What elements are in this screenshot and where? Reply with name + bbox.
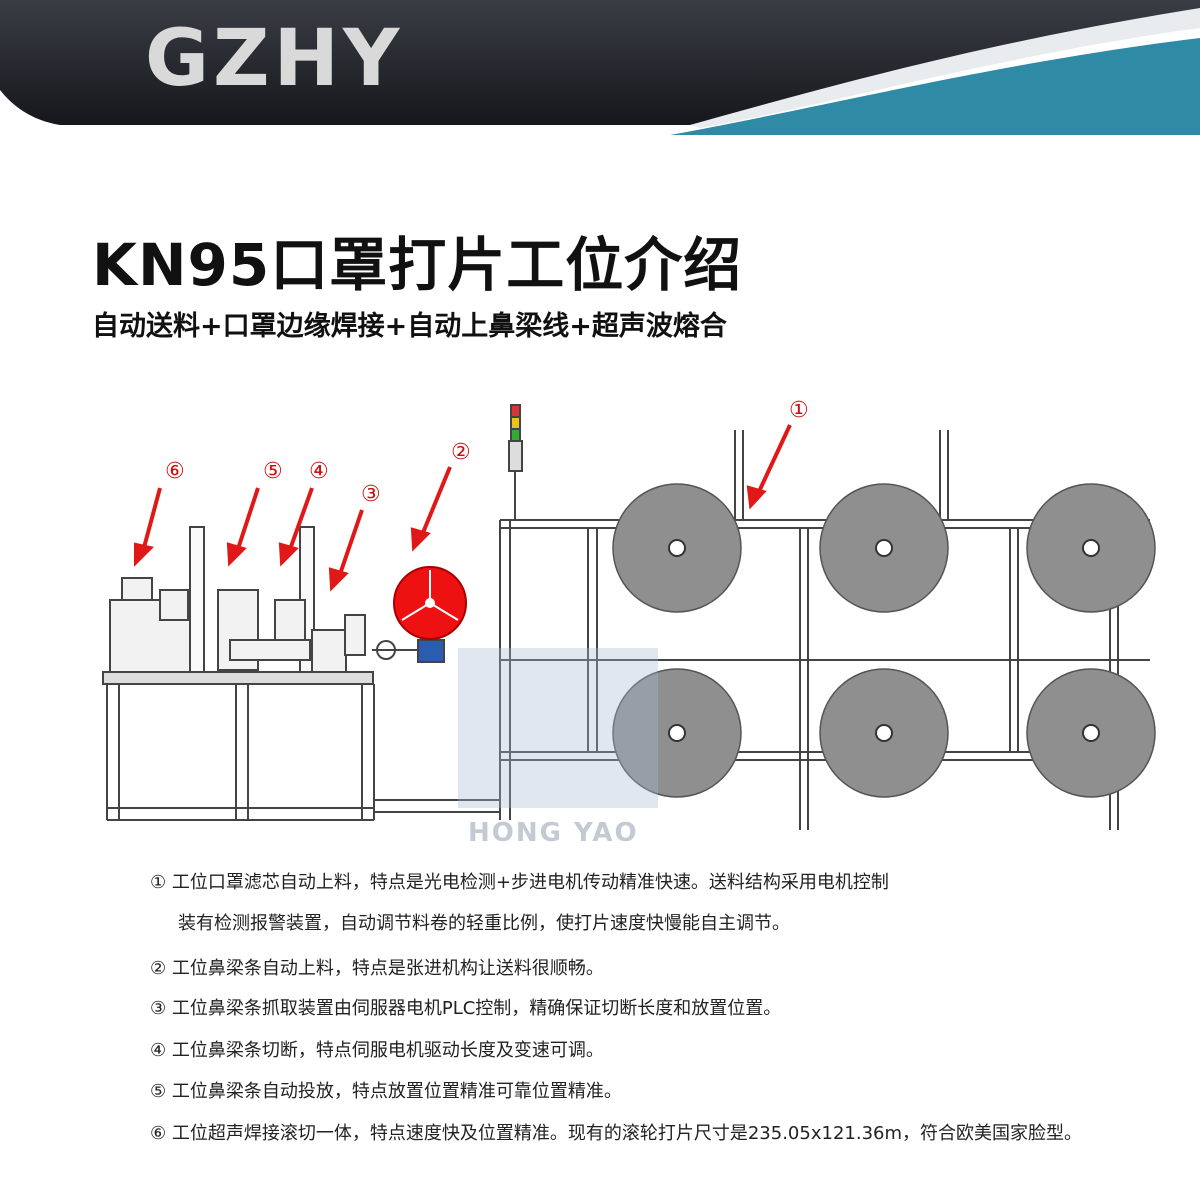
note-1: ① 工位口罩滤芯自动上料，特点是光电检测+步进电机传动精准快速。送料结构采用电机… bbox=[150, 872, 889, 893]
brand-logo-text: GZHY bbox=[145, 14, 404, 104]
note-6: ⑥ 工位超声焊接滚切一体，特点速度快及位置精准。现有的滚轮打片尺寸是235.05… bbox=[150, 1123, 1083, 1144]
note-1-cont: 装有检测报警装置，自动调节料卷的轻重比例，使打片速度快慢能自主调节。 bbox=[178, 913, 790, 934]
page-subtitle: 自动送料+口罩边缘焊接+自动上鼻梁线+超声波熔合 bbox=[92, 311, 727, 342]
marker-2: ② bbox=[451, 440, 471, 465]
machine-diagram: ⑥ ⑤ ④ ③ ② ① bbox=[102, 398, 1156, 830]
page-title: KN95口罩打片工位介绍 bbox=[92, 231, 743, 299]
marker-3: ③ bbox=[361, 482, 381, 507]
marker-5: ⑤ bbox=[263, 459, 283, 484]
marker-6: ⑥ bbox=[165, 459, 185, 484]
note-4: ④ 工位鼻梁条切断，特点伺服电机驱动长度及变速可调。 bbox=[150, 1040, 604, 1061]
filter-reels bbox=[612, 483, 1156, 798]
callout-arrows bbox=[134, 424, 792, 592]
marker-4: ④ bbox=[309, 459, 329, 484]
note-3: ③ 工位鼻梁条抓取装置由伺服器电机PLC控制，精确保证切断长度和放置位置。 bbox=[150, 998, 782, 1019]
note-5: ⑤ 工位鼻梁条自动投放，特点放置位置精准可靠位置精准。 bbox=[150, 1081, 622, 1102]
watermark-text: HONG YAO bbox=[468, 818, 639, 848]
nose-wire-feeder bbox=[393, 566, 467, 640]
note-2: ② 工位鼻梁条自动上料，特点是张进机构让送料很顺畅。 bbox=[150, 958, 604, 979]
marker-1: ① bbox=[789, 398, 809, 423]
header-banner bbox=[0, 0, 1200, 135]
